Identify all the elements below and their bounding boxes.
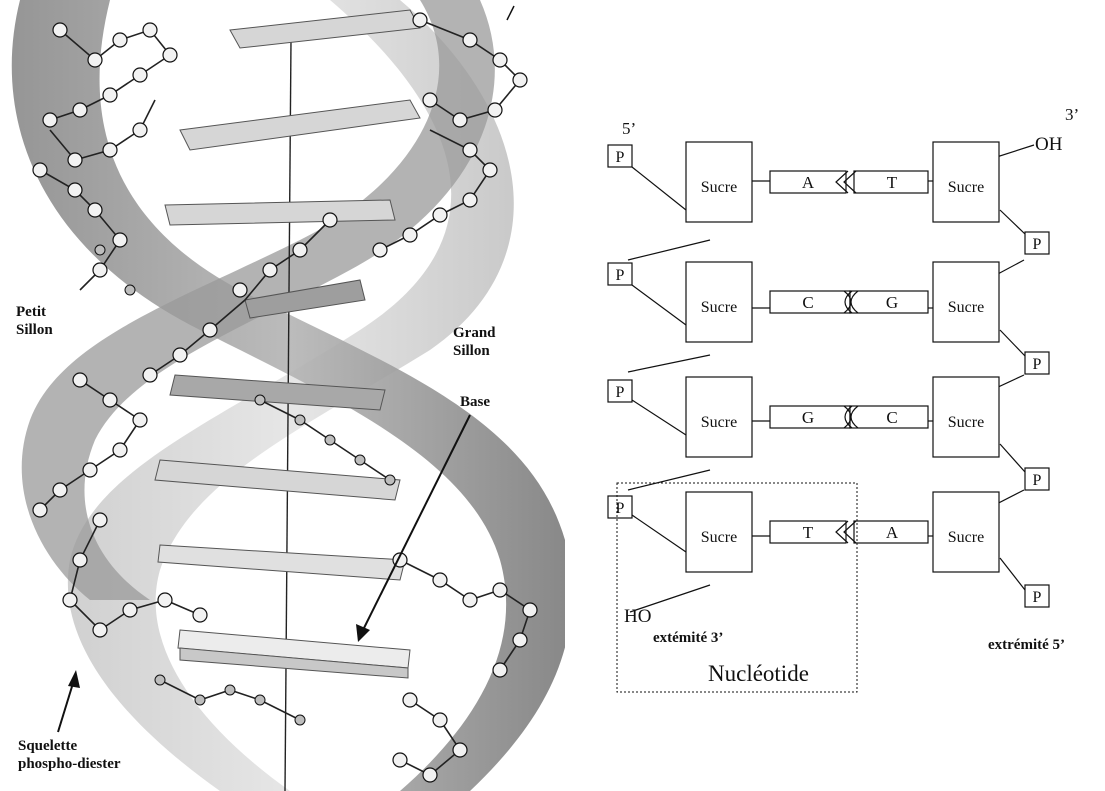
sugar-left [685, 376, 753, 458]
hbond-triple [850, 290, 859, 314]
nucleotide-boundary [616, 482, 858, 693]
helix-drawing [11, 0, 565, 791]
atom-spheres [32, 12, 538, 783]
phosphate-left [607, 144, 633, 168]
backbone-arrow-head [68, 670, 80, 688]
left-backbone-link [631, 284, 687, 326]
base-right [849, 290, 929, 314]
hbond-triple [850, 405, 859, 429]
left-backbone-link [631, 514, 687, 553]
left-backbone-link [627, 469, 711, 491]
base-left-letter: G [802, 408, 814, 427]
sugar-left [685, 491, 753, 573]
base-right [853, 520, 929, 544]
base-right-letter: C [886, 408, 897, 427]
base-left [769, 520, 847, 544]
phosphate-left-label: P [616, 500, 625, 517]
base-right-letter: A [886, 523, 899, 542]
right-backbone-link [999, 443, 1026, 473]
major-groove-label: Grand Sillon [453, 325, 496, 359]
sugar-left-label: Sucre [701, 299, 737, 316]
base-right [849, 405, 929, 429]
phosphate-right-label: P [1033, 236, 1042, 253]
hbond-double [843, 520, 857, 544]
phosphate-right-label: P [1033, 472, 1042, 489]
phosphate-left-label: P [616, 384, 625, 401]
left-backbone-link [629, 584, 711, 613]
top-right-arrow [506, 5, 515, 21]
sugar-right [932, 491, 1000, 573]
phosphate-right [1024, 467, 1050, 491]
phosphate-left [607, 495, 633, 519]
sugar-left-label: Sucre [701, 179, 737, 196]
backbone-label: Squelette phospho-diester [18, 738, 121, 772]
phosphate-left [607, 262, 633, 286]
sugar-left [685, 141, 753, 223]
phosphate-left [607, 379, 633, 403]
right-extremity-label: extrémité 5’ [988, 637, 1065, 653]
minor-groove-label: Petit Sillon [16, 304, 53, 338]
hbond-triple [844, 405, 853, 429]
sugar-left [685, 261, 753, 343]
backbone-arrow [57, 679, 75, 733]
right-backbone-link [999, 209, 1026, 235]
base-left-letter: A [802, 173, 815, 192]
right-backbone-link [999, 329, 1026, 357]
hbond-double [843, 170, 857, 194]
left-backbone-link [627, 354, 711, 373]
base-pair-plates [154, 9, 421, 679]
hbond-double [835, 520, 849, 544]
sugar-left-label: Sucre [701, 529, 737, 546]
sugar-right-label: Sucre [948, 179, 984, 196]
backbone-ribbon-front [11, 0, 565, 791]
oh-terminus: OH [1035, 134, 1063, 155]
ho-terminus: HO [624, 606, 651, 627]
sugar-left-label: Sucre [701, 414, 737, 431]
five-prime-left: 5’ [622, 119, 636, 138]
base-left-letter: T [803, 523, 814, 542]
base-arrow-head [356, 624, 370, 642]
left-backbone-link [627, 239, 711, 261]
three-prime-right: 3’ [1065, 105, 1079, 124]
phosphate-left-label: P [616, 149, 625, 166]
phosphate-right [1024, 584, 1050, 608]
sugar-right [932, 376, 1000, 458]
sugar-right-label: Sucre [948, 529, 984, 546]
sugar-right [932, 261, 1000, 343]
phosphate-right [1024, 231, 1050, 255]
phosphate-right [1024, 351, 1050, 375]
base-right-letter: T [887, 173, 898, 192]
left-extremity-label: extémité 3’ [653, 630, 723, 646]
phosphate-right-label: P [1033, 356, 1042, 373]
phosphate-right-label: P [1033, 589, 1042, 606]
dna-helix-illustration: Petit Sillon Grand Sillon Base Squelette… [11, 0, 565, 791]
base-right [853, 170, 929, 194]
hbond-triple [844, 290, 853, 314]
sugar-right-label: Sucre [948, 414, 984, 431]
left-backbone-link [631, 399, 687, 436]
sugar-right-label: Sucre [948, 299, 984, 316]
sugar-right [932, 141, 1000, 223]
right-backbone-link [999, 557, 1026, 591]
atom-small-spheres [94, 244, 396, 726]
hbond-double [835, 170, 849, 194]
base-label: Base [460, 394, 490, 410]
nucleotide-label: Nucléotide [708, 661, 809, 686]
phosphate-left-label: P [616, 267, 625, 284]
base-right-letter: G [886, 293, 898, 312]
left-backbone-link [631, 166, 687, 211]
base-left-letter: C [802, 293, 813, 312]
base-arrow [361, 414, 471, 633]
base-left [769, 170, 847, 194]
